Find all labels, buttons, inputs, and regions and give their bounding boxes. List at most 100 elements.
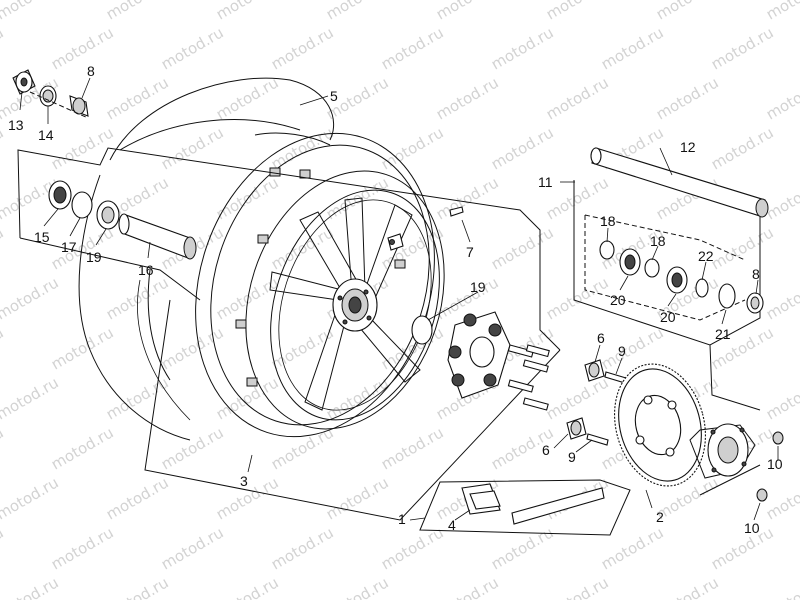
watermark-text: motod.ru xyxy=(763,73,800,123)
watermark-text: motod.ru xyxy=(0,323,7,373)
callout-4: 4 xyxy=(448,517,456,533)
watermark-text: motod.ru xyxy=(543,573,612,600)
watermark-text: motod.ru xyxy=(763,273,800,323)
watermark-text: motod.ru xyxy=(213,73,282,123)
sprocket-spacers xyxy=(566,359,627,446)
callout-20: 20 xyxy=(660,309,676,325)
watermark-text: motod.ru xyxy=(48,323,117,373)
watermark-text: motod.ru xyxy=(103,473,172,523)
callout-7: 7 xyxy=(466,244,474,260)
watermark-text: motod.ru xyxy=(103,0,172,23)
watermark-text: motod.ru xyxy=(378,23,447,73)
callout-10: 10 xyxy=(767,456,783,472)
watermark-text: motod.ru xyxy=(103,573,172,600)
valve-stem xyxy=(387,206,464,251)
callout-15: 15 xyxy=(34,229,50,245)
watermark-text: motod.ru xyxy=(0,123,7,173)
watermark-text: motod.ru xyxy=(48,523,117,573)
watermark-text: motod.ru xyxy=(763,173,800,223)
callout-2: 2 xyxy=(656,509,664,525)
watermark-text: motod.ru xyxy=(0,573,62,600)
watermark-text: motod.ru xyxy=(763,473,800,523)
drive-chain xyxy=(419,479,631,536)
watermark-text: motod.ru xyxy=(0,0,62,23)
cush-drive-carrier xyxy=(411,311,550,411)
watermark-text: motod.ru xyxy=(708,523,777,573)
left-axle-parts xyxy=(48,180,197,260)
watermark-text: motod.ru xyxy=(543,273,612,323)
callout-8: 8 xyxy=(752,266,760,282)
callout-17: 17 xyxy=(61,239,77,255)
wheel-rim xyxy=(195,132,445,438)
callout-20: 20 xyxy=(610,292,626,308)
watermark-text: motod.ru xyxy=(158,323,227,373)
watermark-text: motod.ru xyxy=(598,23,667,73)
watermark-text: motod.ru xyxy=(103,373,172,423)
watermark-text: motod.ru xyxy=(763,573,800,600)
callout-1: 1 xyxy=(398,511,406,527)
watermark-text: motod.ru xyxy=(0,523,7,573)
watermark-text: motod.ru xyxy=(323,0,392,23)
watermark-text: motod.ru xyxy=(543,373,612,423)
watermark-text: motod.ru xyxy=(543,0,612,23)
watermark-text: motod.ru xyxy=(653,573,722,600)
watermark-text: motod.ru xyxy=(268,523,337,573)
callout-6: 6 xyxy=(542,442,550,458)
watermark-text: motod.ru xyxy=(268,23,337,73)
callout-8: 8 xyxy=(87,63,95,79)
rear-axle xyxy=(590,147,769,218)
watermark-text: motod.ru xyxy=(653,0,722,23)
axle-spacer-kit xyxy=(573,180,764,346)
callout-9: 9 xyxy=(568,449,576,465)
watermark-text: motod.ru xyxy=(763,0,800,23)
watermark-text: motod.ru xyxy=(488,223,557,273)
watermark-text: motod.ru xyxy=(48,123,117,173)
watermark-text: motod.ru xyxy=(433,573,502,600)
watermark-text: motod.ru xyxy=(158,123,227,173)
callout-9: 9 xyxy=(618,343,626,359)
watermark-text: motod.ru xyxy=(598,523,667,573)
callout-10: 10 xyxy=(744,520,760,536)
watermark-text: motod.ru xyxy=(543,73,612,123)
callout-6: 6 xyxy=(597,330,605,346)
callout-21: 21 xyxy=(715,326,731,342)
callout-5: 5 xyxy=(330,88,338,104)
callout-3: 3 xyxy=(240,473,248,489)
watermark-text: motod.ru xyxy=(0,473,62,523)
watermark-text: motod.ru xyxy=(0,23,7,73)
watermark-text: motod.ru xyxy=(103,73,172,123)
watermark-text: motod.ru xyxy=(433,73,502,123)
watermark-text: motod.ru xyxy=(0,273,62,323)
left-bush-parts xyxy=(12,69,89,117)
watermark-text: motod.ru xyxy=(48,223,117,273)
watermark-text: motod.ru xyxy=(378,523,447,573)
callout-14: 14 xyxy=(38,127,54,143)
watermark-text: motod.ru xyxy=(0,223,7,273)
callout-11: 11 xyxy=(538,174,553,190)
callout-18: 18 xyxy=(650,233,666,249)
watermark-text: motod.ru xyxy=(268,123,337,173)
callout-19: 19 xyxy=(470,279,486,295)
callout-18: 18 xyxy=(600,213,616,229)
watermark-text: motod.ru xyxy=(48,23,117,73)
watermark-text: motod.ru xyxy=(158,23,227,73)
watermark-text: motod.ru xyxy=(158,423,227,473)
watermark-text: motod.ru xyxy=(763,373,800,423)
watermark-text: motod.ru xyxy=(213,573,282,600)
watermark-text: motod.ru xyxy=(488,123,557,173)
watermark-text: motod.ru xyxy=(158,523,227,573)
watermark-text: motod.ru xyxy=(488,523,557,573)
sprocket-flange xyxy=(689,423,784,502)
watermark-text: motod.ru xyxy=(708,123,777,173)
callout-labels: 13 14 8 5 15 17 19 16 7 19 12 11 18 18 2… xyxy=(8,63,783,536)
watermark-text: motod.ru xyxy=(653,73,722,123)
callout-13: 13 xyxy=(8,117,24,133)
callout-16: 16 xyxy=(138,262,154,278)
watermark-text: motod.ru xyxy=(433,0,502,23)
watermark-text: motod.ru xyxy=(378,423,447,473)
callout-12: 12 xyxy=(680,139,696,155)
watermark-text: motod.ru xyxy=(708,23,777,73)
watermark-text: motod.ru xyxy=(0,373,62,423)
watermark-text: motod.ru xyxy=(378,123,447,173)
